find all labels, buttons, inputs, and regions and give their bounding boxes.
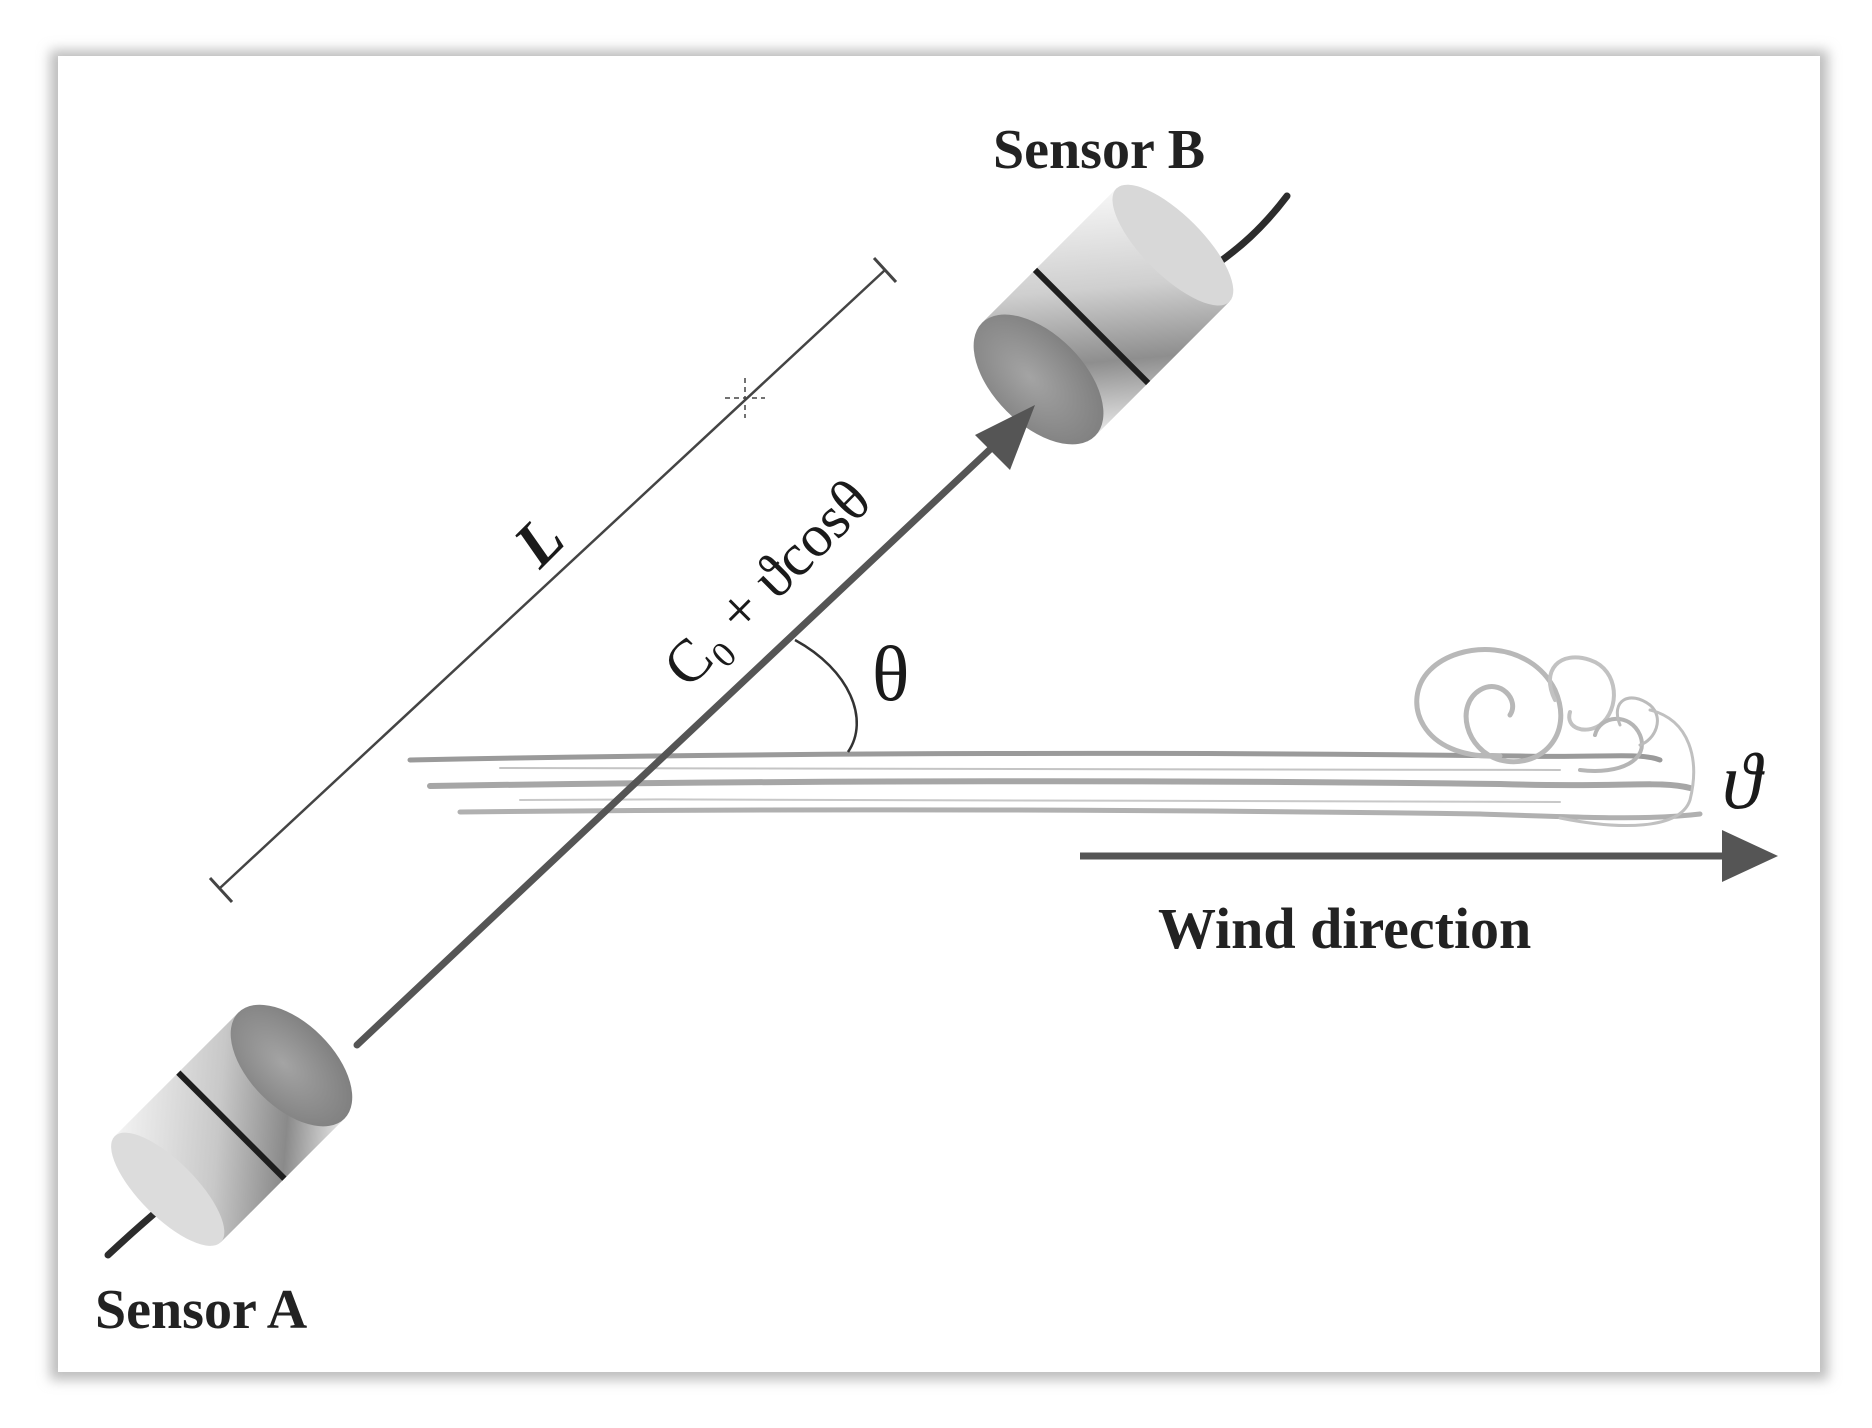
acoustic-path-arrow bbox=[353, 405, 1035, 1049]
acoustic-path-arrowhead bbox=[975, 405, 1035, 470]
vortex-swirls bbox=[1414, 647, 1696, 827]
sensor-b bbox=[973, 184, 1291, 445]
sensor-a-label: Sensor A bbox=[95, 1279, 308, 1341]
sensor-a bbox=[104, 1004, 353, 1259]
angle-label: θ bbox=[872, 630, 909, 717]
frame bbox=[50, 50, 1828, 1380]
wind-direction-arrow bbox=[1080, 830, 1778, 882]
angle-arc bbox=[794, 638, 858, 753]
sensor-b-label: Sensor B bbox=[993, 119, 1205, 181]
wind-direction-arrowhead bbox=[1722, 830, 1778, 882]
sensor-b-face bbox=[973, 314, 1104, 445]
sensor-a-face bbox=[230, 1004, 353, 1127]
wind-direction-label: Wind direction bbox=[1158, 896, 1531, 961]
length-dimension bbox=[208, 256, 898, 904]
wind-speed-label: ϑ bbox=[1722, 738, 1765, 826]
